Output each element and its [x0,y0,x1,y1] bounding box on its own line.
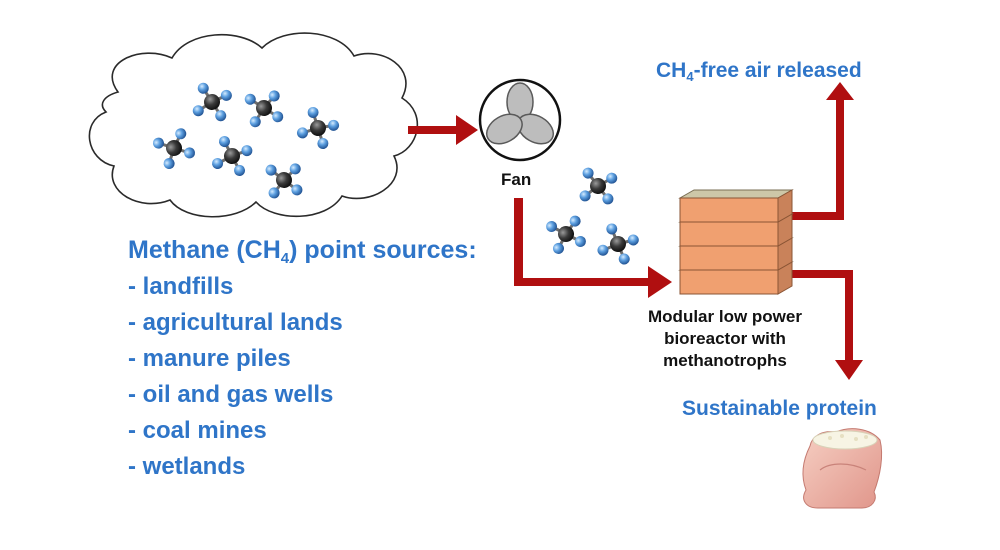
flow-arrow-to-fan [408,115,478,145]
bioreactor-label: Modular low power bioreactor with methan… [648,307,802,370]
methane-molecule [577,165,620,207]
point-source-item: - landfills [128,273,234,300]
bioreactor-stack [678,189,794,295]
point-sources-title: Methane (CH4) point sources: [128,236,477,267]
flow-arrow-to-bioreactor [514,198,672,298]
bioreactor-module [678,189,794,223]
methane-molecule [594,220,643,269]
flow-arrow-air-released [790,82,854,220]
point-source-item: - oil and gas wells [128,381,334,408]
point-sources-list: - landfills - agricultural lands - manur… [128,274,343,490]
methane-molecule [542,209,591,258]
flow-arrow-protein [790,270,863,380]
protein-sack-icon [802,428,883,509]
point-source-item: - coal mines [128,417,267,444]
fan-label: Fan [501,170,532,189]
point-source-item: - agricultural lands [128,309,343,336]
point-source-item: - wetlands [128,453,246,480]
protein-label: Sustainable protein [682,397,877,420]
air-released-label: CH4-free air released [656,59,862,84]
fan-icon [478,78,562,162]
point-source-item: - manure piles [128,345,291,372]
